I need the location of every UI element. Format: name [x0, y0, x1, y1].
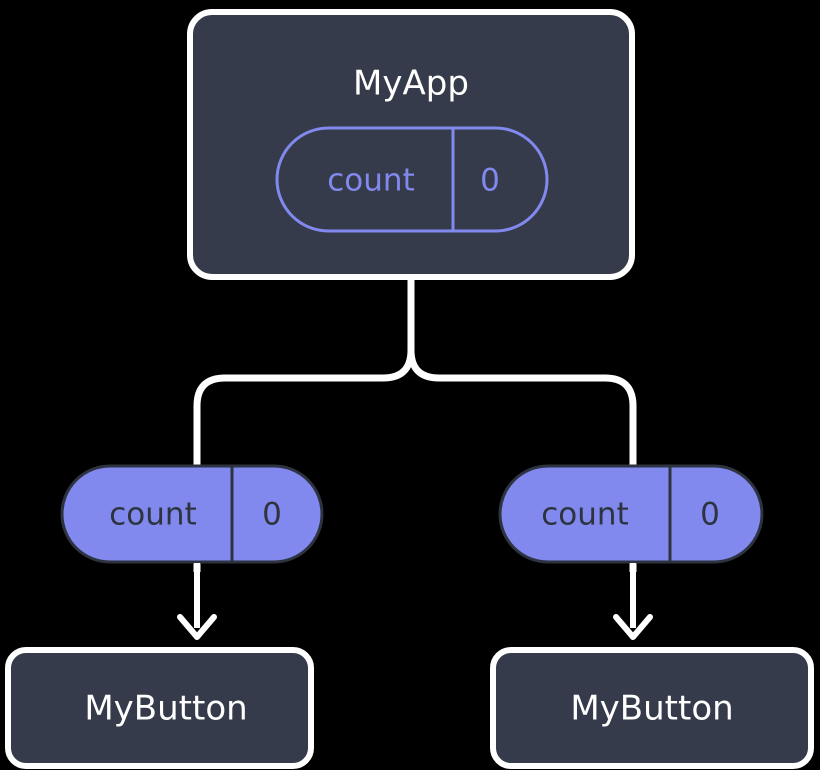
myapp-label: MyApp — [353, 64, 469, 104]
arrow-left-head — [177, 614, 217, 640]
myapp-state-value: 0 — [480, 163, 500, 199]
edge-myapp-to-state-right — [407, 273, 637, 474]
mybutton-left-box[interactable] — [5, 647, 314, 769]
myapp-state-pill[interactable]: count 0 — [275, 126, 549, 233]
node-mybutton-left[interactable]: MyButton — [5, 647, 314, 769]
state-pill-left-key: count — [109, 497, 196, 533]
edge-myapp-to-state-left — [193, 273, 415, 474]
state-pill-right[interactable]: count 0 — [498, 464, 764, 564]
arrow-layer — [177, 563, 653, 640]
state-pill-right-shape[interactable] — [498, 464, 764, 564]
mybutton-right-box[interactable] — [490, 647, 814, 769]
myapp-state-key: count — [327, 163, 414, 199]
node-myapp[interactable]: MyApp count 0 — [187, 9, 635, 280]
state-pill-left-value: 0 — [262, 497, 282, 533]
myapp-state-pill-shape[interactable] — [275, 126, 549, 233]
myapp-box[interactable] — [187, 9, 635, 280]
state-pill-right-value: 0 — [700, 497, 720, 533]
mybutton-right-label: MyButton — [570, 689, 733, 729]
mybutton-left-label: MyButton — [84, 689, 247, 729]
state-pill-left-shape[interactable] — [60, 464, 324, 564]
state-pill-right-key: count — [541, 497, 628, 533]
arrow-right-head — [613, 614, 653, 640]
node-mybutton-right[interactable]: MyButton — [490, 647, 814, 769]
state-pill-left[interactable]: count 0 — [60, 464, 324, 564]
